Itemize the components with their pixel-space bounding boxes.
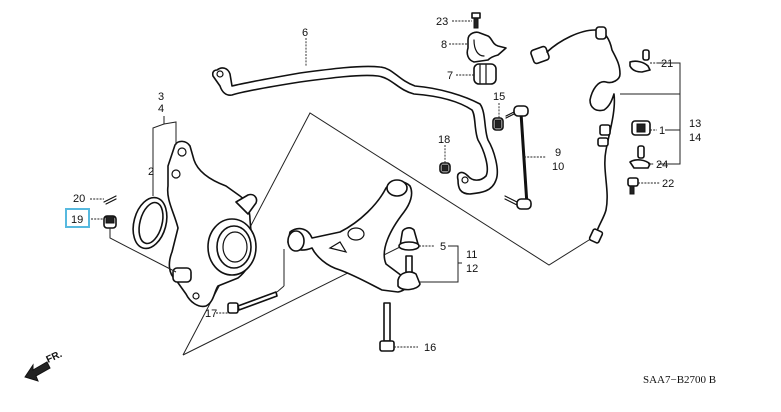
callout-4[interactable]: 4 xyxy=(158,103,164,115)
clip-21[interactable] xyxy=(629,49,651,73)
stabilizer-link[interactable] xyxy=(504,105,532,210)
bolt-16[interactable] xyxy=(379,302,395,352)
ball-joint-boot-5[interactable] xyxy=(398,227,420,251)
callout-9[interactable]: 9 xyxy=(555,147,561,159)
callout-23[interactable]: 23 xyxy=(436,16,448,28)
callout-16[interactable]: 16 xyxy=(424,342,436,354)
callout-labels: 3 4 2 20 19 6 23 8 7 15 18 9 10 21 1 13 … xyxy=(71,16,701,354)
cotter-pin-20[interactable] xyxy=(103,195,117,205)
callout-10[interactable]: 10 xyxy=(552,161,564,173)
callout-7[interactable]: 7 xyxy=(447,70,453,82)
callout-2[interactable]: 2 xyxy=(148,166,154,178)
diagram-code: SAA7−B2700 B xyxy=(643,374,716,386)
callout-19[interactable]: 19 xyxy=(71,214,83,226)
callout-6[interactable]: 6 xyxy=(302,27,308,39)
callout-14[interactable]: 14 xyxy=(689,132,701,144)
wheel-speed-sensor-harness[interactable] xyxy=(530,26,621,244)
leader-lines xyxy=(90,20,681,348)
direction-label: FR. xyxy=(45,349,64,366)
callout-1[interactable]: 1 xyxy=(659,125,665,137)
stabilizer-bar[interactable] xyxy=(211,65,499,195)
bolt-23[interactable] xyxy=(471,12,481,29)
callout-17[interactable]: 17 xyxy=(205,308,217,320)
clip-24[interactable] xyxy=(629,145,651,169)
clip-1[interactable] xyxy=(631,120,651,136)
callout-18[interactable]: 18 xyxy=(438,134,450,146)
callout-11[interactable]: 11 xyxy=(466,249,477,261)
lower-control-arm[interactable] xyxy=(287,179,413,293)
bolt-22[interactable] xyxy=(627,177,639,195)
ball-joint-11-12[interactable] xyxy=(397,255,421,291)
callout-21[interactable]: 21 xyxy=(661,58,673,70)
callout-12[interactable]: 12 xyxy=(466,263,478,275)
callout-5[interactable]: 5 xyxy=(440,241,446,253)
nut-18[interactable] xyxy=(439,162,451,174)
callout-22[interactable]: 22 xyxy=(662,178,674,190)
callout-13[interactable]: 13 xyxy=(689,118,701,130)
callout-3[interactable]: 3 xyxy=(158,91,164,103)
arrow-shape xyxy=(24,361,51,382)
callout-19-highlight xyxy=(65,208,90,228)
callout-20[interactable]: 20 xyxy=(73,193,85,205)
castle-nut-19[interactable] xyxy=(103,215,117,229)
callout-8[interactable]: 8 xyxy=(441,39,447,51)
callout-15[interactable]: 15 xyxy=(493,91,505,103)
bolt-17[interactable] xyxy=(227,291,278,314)
front-direction-arrow: FR. xyxy=(24,349,64,382)
nut-15[interactable] xyxy=(492,117,504,131)
bushing-7[interactable] xyxy=(473,63,497,85)
callout-24[interactable]: 24 xyxy=(656,159,668,171)
steering-knuckle[interactable] xyxy=(166,140,258,308)
dust-seal-2[interactable] xyxy=(128,194,172,253)
bushing-holder-8[interactable] xyxy=(466,31,507,63)
